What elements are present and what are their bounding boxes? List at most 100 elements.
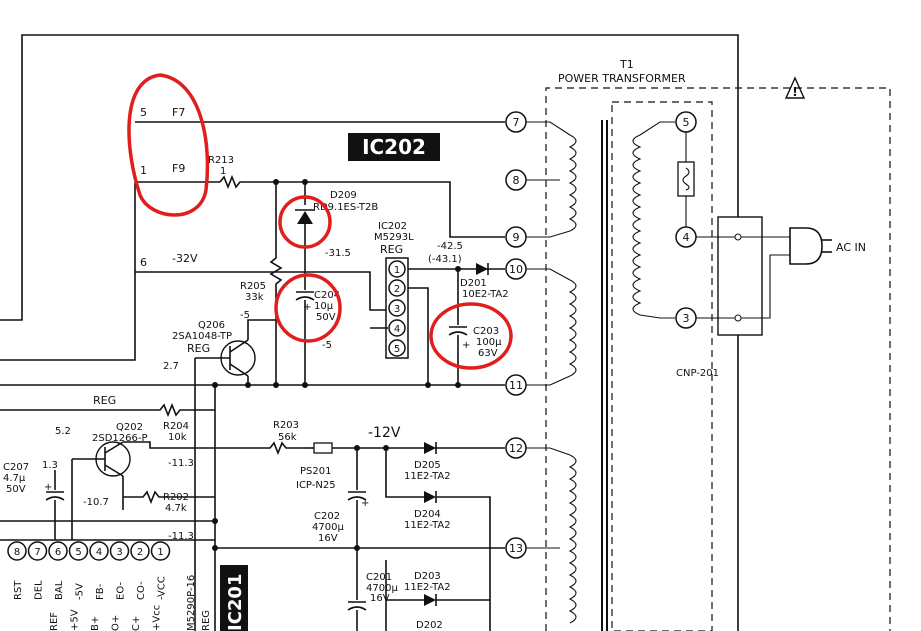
svg-text:2: 2	[394, 284, 400, 295]
ic201-bottom-pin-name: O+	[111, 615, 122, 631]
v-2-7: 2.7	[163, 361, 179, 372]
svg-text:10: 10	[509, 263, 523, 276]
thermal-fuse-icon	[677, 161, 695, 197]
svg-text:+: +	[303, 302, 311, 313]
left-pin-5: 5	[140, 106, 147, 119]
v-minus-5-a: -5	[240, 310, 250, 321]
q206-name: REG	[187, 342, 210, 355]
v-minus-43-1: (-43.1)	[428, 254, 462, 265]
d209-zener-icon	[297, 211, 313, 224]
ic202-label: IC202	[362, 135, 426, 159]
ic201-pin-number: 8	[14, 547, 20, 558]
d203-diode-icon	[424, 594, 436, 606]
ic201-bottom-pin-name: +Vcc	[152, 605, 163, 631]
transformer-inner-box	[611, 101, 713, 631]
ic201-pin-name: BAL	[54, 580, 65, 600]
c201-volt: 16V	[370, 593, 390, 604]
c203-volt: 63V	[478, 348, 498, 359]
v-minus-10-7: -10.7	[83, 497, 109, 508]
c204-ref: C204	[314, 290, 340, 301]
ic201-pin-number: 4	[96, 547, 102, 558]
r203-ref: R203	[273, 420, 299, 431]
ic201-pin-name: -VCC	[157, 576, 168, 600]
c207-ref: C207	[3, 462, 29, 473]
c204-volt: 50V	[316, 312, 336, 323]
d203-ref: D203	[414, 571, 441, 582]
annotation-circle-c204	[274, 273, 342, 343]
svg-text:12: 12	[509, 442, 523, 455]
d205-part: 11E2-TA2	[404, 471, 451, 482]
reg-ic-pins: 1 2 3 4 5	[388, 260, 406, 357]
c204-cap: 10µ	[314, 301, 334, 312]
d209-part: RD9.1ES-T2B	[313, 202, 378, 213]
v-minus-11-3-b: -11.3	[168, 531, 194, 542]
transformer-ref: T1	[619, 58, 634, 71]
ic201-pin-name: EO-	[116, 582, 127, 600]
v-minus-42-5: -42.5	[437, 241, 463, 252]
ic201-pin-name: DEL	[34, 580, 45, 600]
ic201-bottom-pin-name: +5V	[70, 609, 81, 631]
r204-value: 10k	[168, 432, 187, 443]
r205-ref: R205	[240, 281, 266, 292]
q202-part: 2SD1266-P	[92, 433, 148, 444]
left-pin-f9: F9	[172, 162, 185, 175]
q206-part: 2SA1048-TP	[172, 331, 232, 342]
primary-coil	[632, 134, 642, 316]
ic201-pin-8	[7, 541, 27, 561]
terminal-5: 5	[683, 116, 690, 129]
ic201-pin-number: 5	[75, 547, 81, 558]
transformer-terminals: 7 8 9 10 11 12 13	[505, 111, 527, 559]
c201-ref: C201	[366, 572, 392, 583]
secondary-coil-mid	[526, 268, 577, 386]
d201-ref: D201	[460, 278, 487, 289]
board-border	[0, 34, 739, 631]
d205-diode-icon	[424, 442, 436, 454]
secondary-coil-bottom	[526, 447, 577, 624]
ic201-pin-number: 6	[55, 547, 61, 558]
ic201-pin-name: FB-	[95, 583, 106, 600]
ic201-bottom-pin-name: C+	[131, 616, 142, 631]
c203-ref: C203	[473, 326, 499, 337]
annotation-circle-d209	[278, 195, 332, 249]
terminal-3: 3	[683, 312, 690, 325]
c202-ref: C202	[314, 511, 340, 522]
svg-text:+: +	[361, 498, 369, 509]
ic202-label-box	[348, 133, 440, 161]
c207-cap: 4.7µ	[3, 473, 26, 484]
ic201-pin-name: RST	[13, 580, 24, 600]
ic201-pin-4	[89, 541, 109, 561]
ic201-pin-number: 1	[157, 547, 163, 558]
d205-ref: D205	[414, 460, 441, 471]
ic201-pin-number: 3	[116, 547, 122, 558]
svg-text:9: 9	[513, 231, 520, 244]
c202-volt: 16V	[318, 533, 338, 544]
r213-resistor	[219, 174, 505, 238]
minus-12v-label: -12V	[368, 425, 401, 441]
ic201-pin-1	[150, 541, 171, 561]
ic201-pin-number: 2	[137, 547, 143, 558]
reg-ic-part: M5293L	[374, 232, 414, 243]
v-5-2: 5.2	[55, 426, 71, 437]
ic201-part: M5290P-16	[186, 575, 197, 631]
v-1-3: 1.3	[42, 460, 58, 471]
terminal-4: 4	[683, 231, 690, 244]
d202-ref: D202	[416, 620, 443, 631]
ic201-pin-name: CO-	[136, 581, 147, 600]
ps201-fuse-icon	[313, 442, 333, 454]
svg-text:7: 7	[513, 116, 520, 129]
d209-ref: D209	[330, 190, 357, 201]
left-pin-1: 1	[140, 164, 147, 177]
annotation-circle-c203	[429, 302, 513, 370]
r204-ref: R204	[163, 421, 189, 432]
c203-cap: 100µ	[476, 337, 502, 348]
v-minus-5-b: -5	[322, 340, 332, 351]
r213-value: 1	[220, 166, 226, 177]
transformer-title: POWER TRANSFORMER	[558, 72, 686, 85]
ic201-bottom-pin-name: B+	[90, 616, 101, 631]
ic201-pin-2	[130, 541, 150, 561]
r202-value: 4.7k	[165, 503, 187, 514]
v-minus-11-3-a: -11.3	[168, 458, 194, 469]
